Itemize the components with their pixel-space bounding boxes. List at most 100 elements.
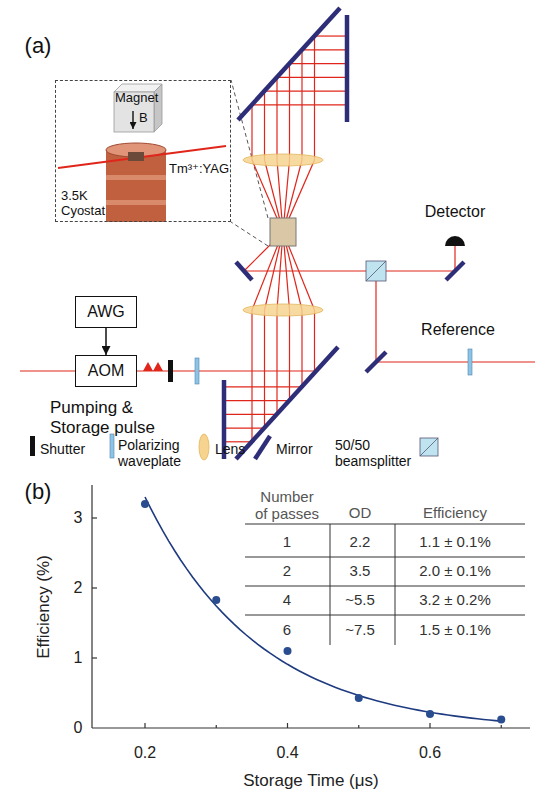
pulse-symbol [143,362,153,371]
figure-label: Reference [421,321,495,339]
laser-beam [244,270,455,271]
table-rule [245,557,525,558]
chart-axis [92,517,97,518]
mirror-symbol [366,352,386,372]
data-point [426,710,434,718]
data-point [284,647,292,655]
laser-beam [264,310,265,428]
laser-beam [226,400,290,401]
chart-axis [92,657,97,658]
chart-axis [287,723,288,728]
beamsplitter-symbol [366,261,386,281]
lens-symbol [243,154,323,316]
table-cell: 6 [283,621,291,638]
axis-label: 1 [74,649,83,667]
table-cell: OD [349,504,372,521]
table-cell: 3.2 ± 0.2% [419,591,491,608]
waveplate-symbol [195,358,199,384]
lens-symbol [243,154,323,166]
table-cell: Number of passes [253,488,321,523]
node-text: 3.5K Cyostat [61,189,109,219]
laser-beam [301,310,302,387]
chart-axis [92,727,530,728]
table-rule [245,524,525,645]
laser-beam [454,246,455,271]
table-rule [245,524,525,525]
crystal [270,218,296,246]
mirror-symbol [236,262,252,280]
node-text: AOM [88,362,124,380]
chart-axis [358,725,359,728]
legend-sample [255,436,270,459]
pulse-symbol [143,362,163,371]
legend-sample [199,434,209,460]
laser-beam [276,77,277,160]
efficiency-curve [141,497,505,724]
axis-label: (b) [25,479,52,504]
axis-label: 0.4 [276,744,298,762]
node-text: Tm³⁺:YAG [169,162,229,177]
laser-beam [301,50,302,160]
laser-beam [315,35,346,36]
table-cell: 4 [283,591,291,608]
pulse-symbol [153,362,163,371]
chart-axis [216,725,217,728]
axis-label: 3 [74,509,83,527]
legend-text: Lens [215,441,245,457]
inset-box: MagnetBTm³⁺:YAG3.5K Cyostat [55,80,231,222]
axis-label: 0 [74,719,83,737]
chart-axis [501,725,502,728]
table-cell: Efficiency [423,504,487,521]
node-text: Magnet [115,91,158,106]
inset-leader [231,222,268,246]
table-cell: 1.5 ± 0.1% [419,621,491,638]
axis-label: Storage Time (μs) [243,771,378,791]
table-cell: 2.2 [350,533,371,550]
lens-symbol [243,304,323,316]
table-rule [245,615,525,616]
table-cell: 3.5 [350,562,371,579]
data-point [141,500,149,508]
beamsplitter-symbol [366,261,386,281]
laser-beam [290,63,346,64]
axis-label: 0.2 [134,744,156,762]
detector-symbol [445,236,465,246]
cryostat-inset [106,200,166,205]
laser-beam [314,310,315,373]
laser-beam [276,310,277,414]
chart-axis [429,723,430,728]
cryostat-inset [132,111,133,129]
figure-label: (a) [25,33,52,58]
chart-axis [144,723,145,728]
mirror-symbol [238,8,340,120]
device-box: AWG [75,296,137,328]
chart-axis [91,485,92,728]
legend-sample [420,438,438,456]
beamsplitter-symbol [366,261,386,281]
legend-text: Mirror [276,441,313,457]
data-point [212,596,220,604]
table-rule [245,586,525,587]
axis-label: Efficiency (%) [34,555,54,659]
chart-axis [92,587,97,588]
legend-text: 50/50 beamsplitter [335,437,415,469]
control-arrow [105,328,107,355]
laser-beam [277,77,345,78]
laser-beam [226,386,302,387]
chart-axis [92,485,530,728]
figure-label: Pumping & Storage pulse [50,398,158,437]
axis-label: 2 [74,579,83,597]
node-text: AWG [87,303,125,321]
table-rule [395,524,396,645]
device-box: AOM [75,355,137,387]
legend-sample [110,434,114,458]
laser-beam [226,427,265,428]
laser-beam [252,104,345,105]
mirror-symbol [236,347,338,459]
mirror-symbol [345,15,350,122]
laser-beam [20,370,75,371]
laser-beam [226,414,277,415]
